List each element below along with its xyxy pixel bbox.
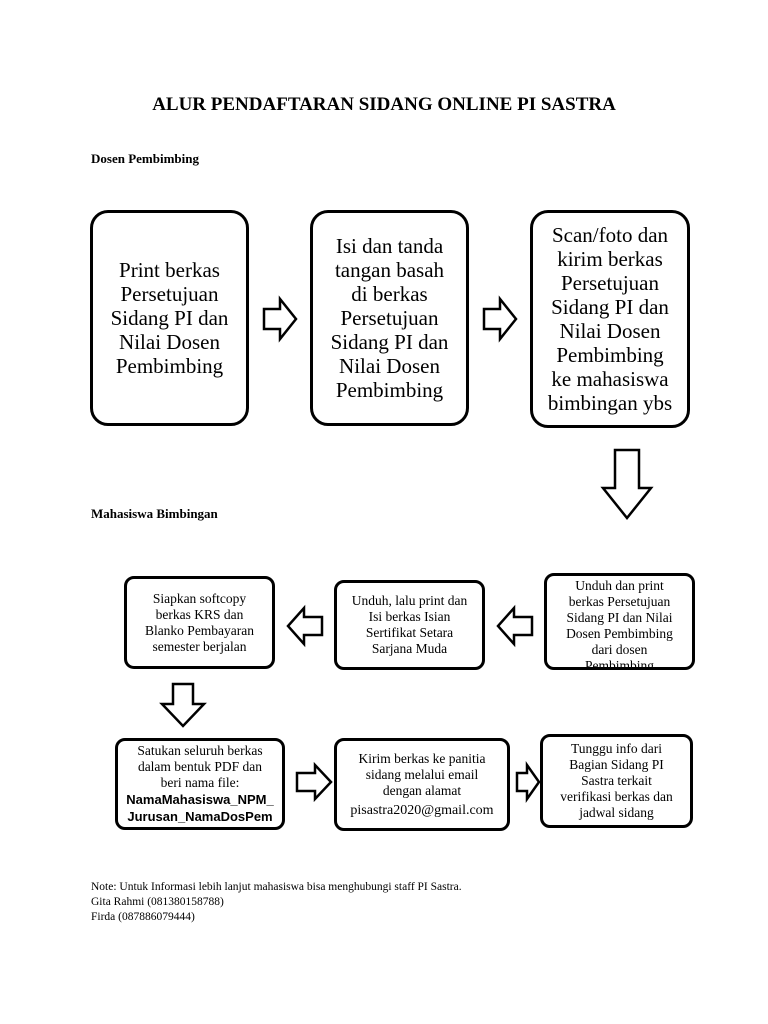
step-line: dari dosen — [591, 642, 648, 657]
step-kirim-berkas-email: Kirim berkas ke panitia sidang melalui e… — [334, 738, 510, 831]
step-line: Print berkas — [119, 258, 220, 282]
step-line: Scan/foto dan — [551, 223, 669, 247]
step-line: Sertifikat Setara — [365, 625, 454, 640]
step-line: Sidang PI dan Nilai — [566, 610, 673, 625]
step-line: berkas Persetujuan — [568, 594, 671, 609]
contact-firda: Firda (087886079444) — [91, 911, 195, 923]
section-label-dosen: Dosen Pembimbing — [91, 151, 199, 166]
arrow-down-icon — [159, 682, 207, 728]
step-line: berkas KRS dan — [155, 606, 244, 622]
step-line: Pembimbing — [335, 378, 444, 402]
step-unduh-isian-sertifikat: Unduh, lalu print dan Isi berkas Isian S… — [334, 580, 485, 670]
step-line: Blanko Pembayaran — [144, 622, 255, 638]
step-line: Nilai Dosen — [339, 354, 440, 378]
step-line: Nilai Dosen — [559, 319, 661, 343]
step-line: Isi dan tanda — [335, 234, 444, 258]
step-line: Sarjana Muda — [371, 641, 448, 656]
arrow-right-icon — [515, 761, 541, 803]
step-line: beri nama file: — [160, 775, 240, 790]
step-line: Sidang PI dan — [551, 295, 669, 319]
step-line: jadwal sidang — [579, 805, 654, 820]
step-line: dalam bentuk PDF dan — [137, 759, 263, 774]
step-unduh-print-persetujuan: Unduh dan print berkas Persetujuan Sidan… — [544, 573, 695, 670]
step-line: Persetujuan — [340, 306, 439, 330]
arrow-down-icon — [600, 448, 654, 521]
step-line: Siapkan softcopy — [152, 590, 247, 606]
arrow-right-icon — [262, 295, 298, 343]
step-line: Pembimbing — [584, 658, 654, 670]
step-siapkan-softcopy: Siapkan softcopy berkas KRS dan Blanko P… — [124, 576, 275, 669]
arrow-right-icon — [482, 295, 518, 343]
section-label-mahasiswa: Mahasiswa Bimbingan — [91, 506, 218, 521]
contact-note: Note: Untuk Informasi lebih lanjut mahas… — [91, 880, 462, 925]
filename-format: Jurusan_NamaDosPem — [127, 809, 273, 824]
step-isi-tanda-tangan: Isi dan tanda tangan basah di berkas Per… — [310, 210, 469, 426]
step-line: Unduh dan print — [575, 578, 664, 593]
arrow-right-icon — [295, 761, 333, 803]
step-line: Kirim berkas ke panitia — [358, 750, 486, 766]
step-line: tangan basah — [334, 258, 445, 282]
page-title: ALUR PENDAFTARAN SIDANG ONLINE PI SASTRA — [152, 94, 616, 115]
step-line: Unduh, lalu print dan — [351, 593, 468, 608]
step-satukan-berkas: Satukan seluruh berkas dalam bentuk PDF … — [115, 738, 285, 830]
step-line: Sastra terkait — [581, 773, 652, 788]
step-line: Isi berkas Isian — [368, 609, 451, 624]
step-line: Sidang PI dan — [110, 306, 229, 330]
arrow-left-icon — [286, 604, 324, 648]
step-line: sidang melalui email — [365, 766, 479, 782]
step-line: ke mahasiswa — [551, 367, 669, 391]
step-line: semester berjalan — [152, 638, 247, 654]
step-line: Persetujuan — [561, 271, 659, 295]
step-line: Dosen Pembimbing — [566, 626, 673, 641]
filename-format: NamaMahasiswa_NPM_ — [126, 792, 274, 807]
step-line: dengan alamat — [382, 782, 462, 798]
arrow-left-icon — [496, 604, 534, 648]
step-line: kirim berkas — [557, 247, 663, 271]
email-address: pisastra2020@gmail.com — [350, 802, 494, 818]
step-line: Nilai Dosen — [119, 330, 220, 354]
step-line: Satukan seluruh berkas — [137, 743, 263, 758]
step-line: Pembimbing — [556, 343, 664, 367]
step-line: bimbingan ybs — [547, 391, 673, 415]
step-line: Bagian Sidang PI — [569, 757, 664, 772]
step-line: Tunggu info dari — [570, 741, 662, 756]
step-line: Persetujuan — [120, 282, 219, 306]
step-line: verifikasi berkas dan — [560, 789, 673, 804]
step-line: Pembimbing — [115, 354, 224, 378]
step-print-berkas: Print berkas Persetujuan Sidang PI dan N… — [90, 210, 249, 426]
step-scan-kirim: Scan/foto dan kirim berkas Persetujuan S… — [530, 210, 690, 428]
step-line: Sidang PI dan — [330, 330, 449, 354]
contact-gita: Gita Rahmi (081380158788) — [91, 896, 224, 908]
step-tunggu-info: Tunggu info dari Bagian Sidang PI Sastra… — [540, 734, 693, 828]
step-line: di berkas — [351, 282, 428, 306]
note-text: Note: Untuk Informasi lebih lanjut mahas… — [91, 881, 462, 893]
